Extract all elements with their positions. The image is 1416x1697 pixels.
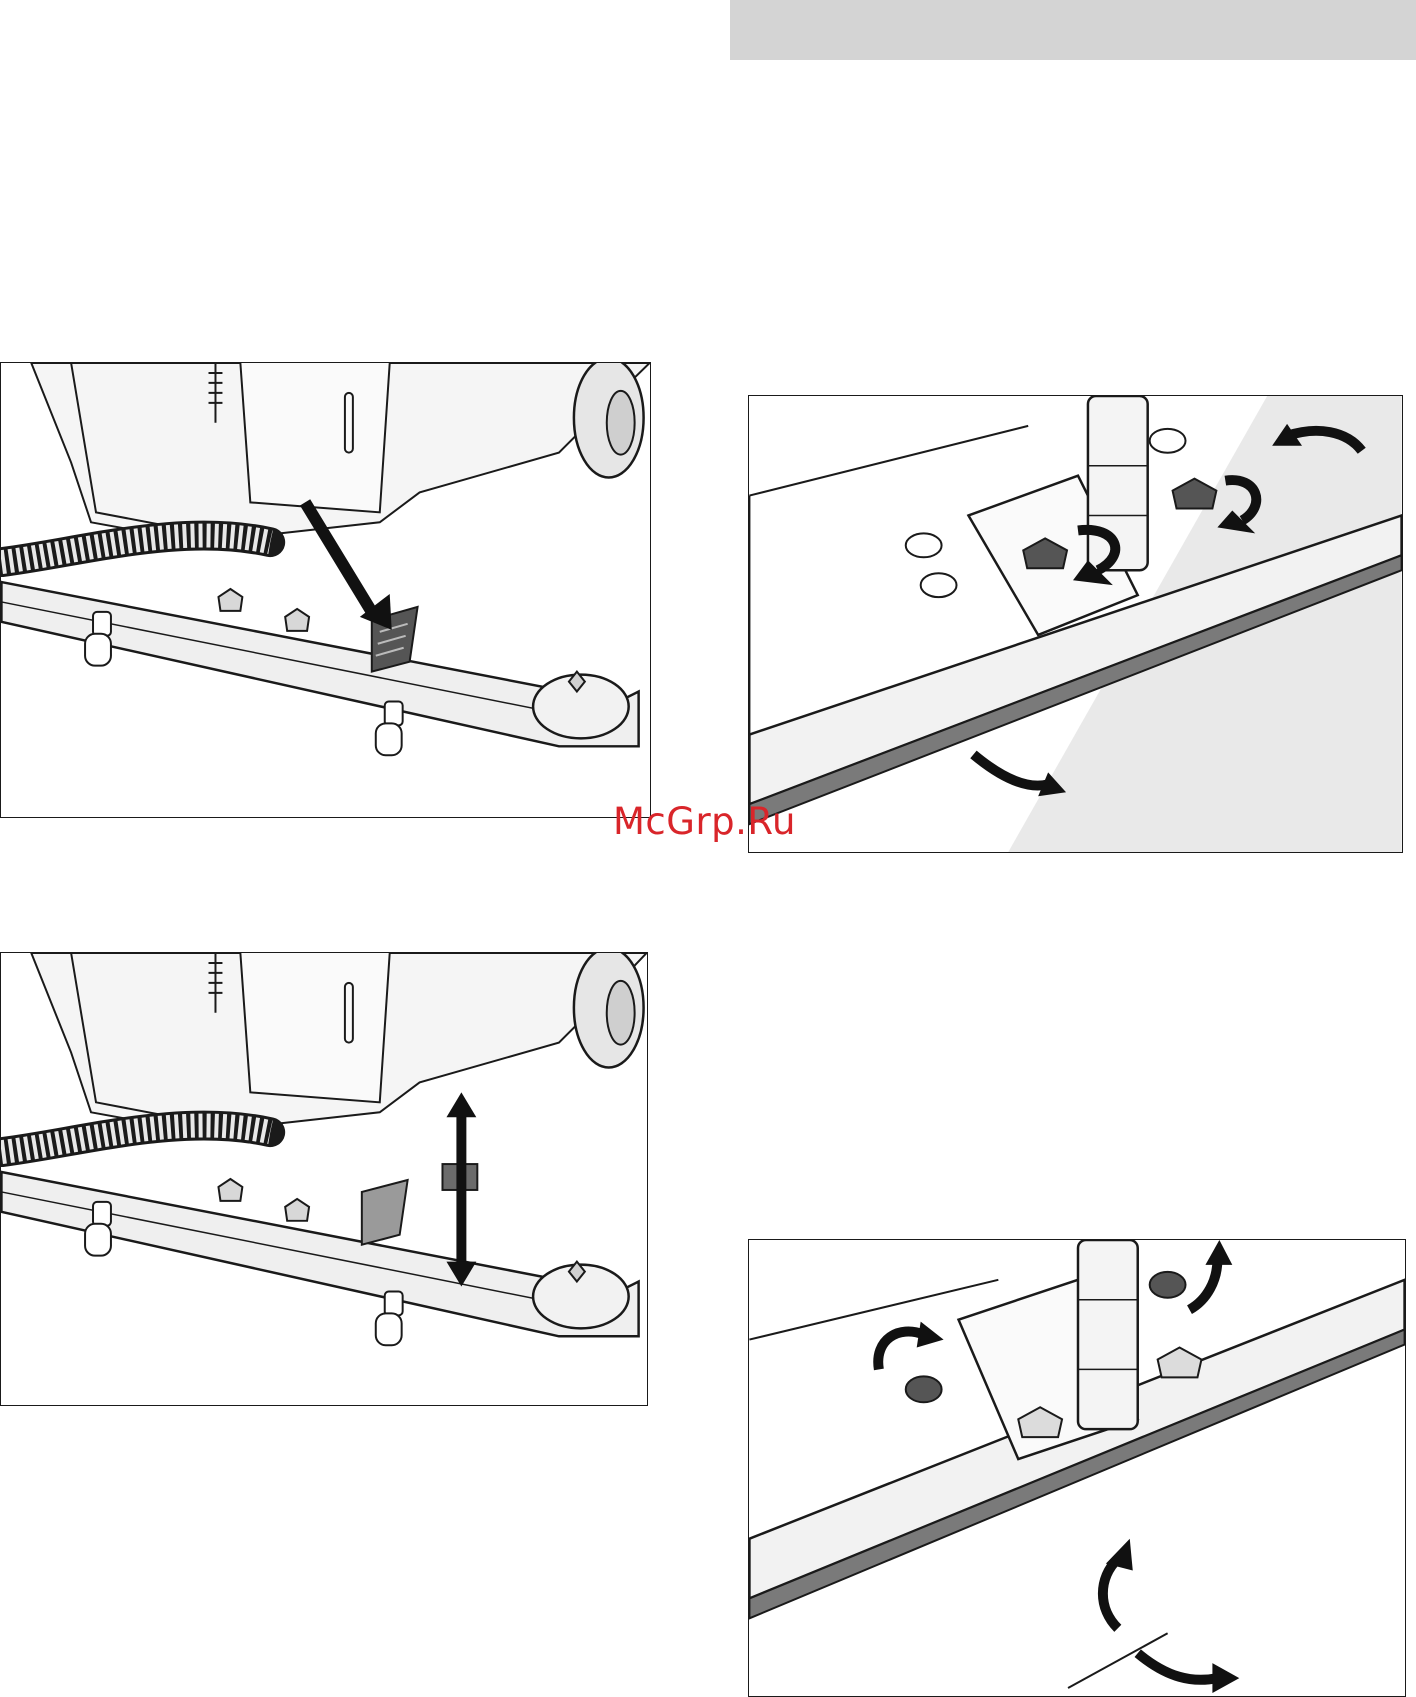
figure-squeegee-lever-up-down [0,952,648,1406]
figure-squeegee-pedal-press [0,362,651,818]
watermark: McGrp.Ru [613,800,796,843]
illustration-knob-tilt [749,396,1402,852]
figure-squeegee-knob-tilt [748,395,1403,853]
illustration-lever-up-down [1,953,647,1405]
figure-squeegee-wing-nut-angle [748,1239,1406,1697]
section-header-bar [730,0,1416,60]
illustration-pedal-press [1,363,650,817]
illustration-wing-nut-angle [749,1240,1405,1696]
